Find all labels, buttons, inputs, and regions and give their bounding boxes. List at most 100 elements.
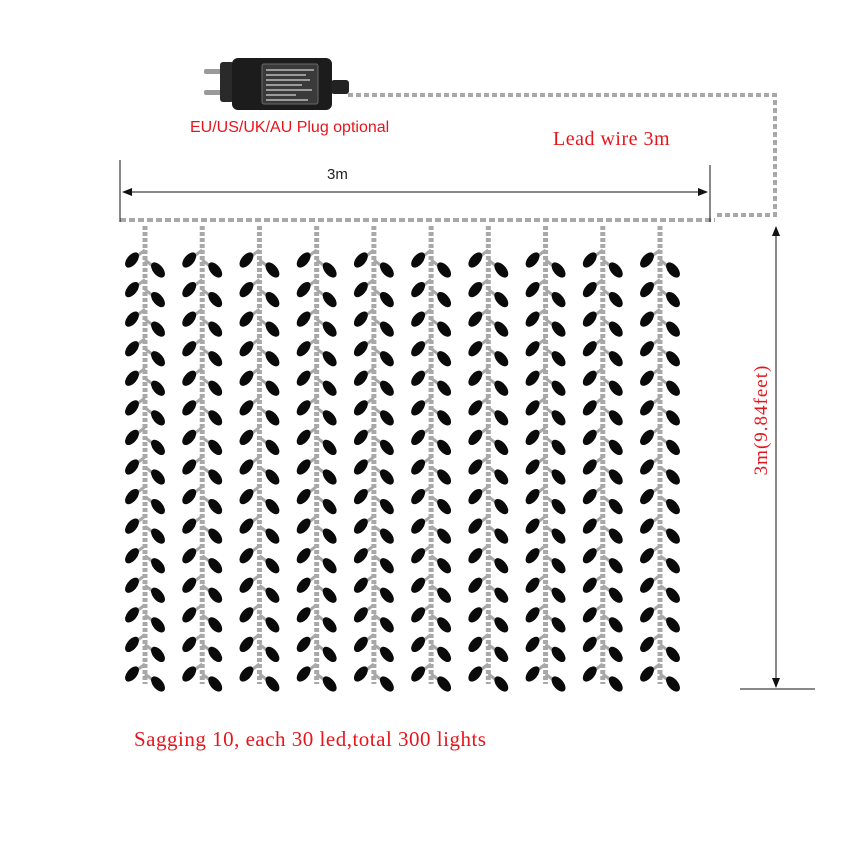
led-bulb [151,262,165,278]
led-bulb [322,410,337,426]
led-bulb [582,252,597,268]
led-bulb [666,439,680,456]
led-bulb [379,646,394,663]
led-bulb [494,498,509,515]
led-bulb [525,429,540,446]
led-bulb [525,311,540,327]
led-bulb [608,380,623,396]
led-bulb [551,262,566,278]
led-strand [468,226,509,692]
led-bulb [322,351,337,367]
led-bulb [379,528,394,544]
led-strand [296,226,337,692]
led-bulb [353,548,368,564]
led-bulb [182,311,197,327]
led-bulb [151,646,165,663]
led-bulb [608,587,623,603]
led-bulb [640,607,654,623]
led-bulb [125,636,139,653]
led-bulb [208,262,223,278]
led-bulb [608,262,623,278]
led-bulb [125,341,139,357]
led-bulb [379,351,394,367]
led-bulb [494,291,509,308]
led-bulb [296,548,311,564]
led-bulb [551,676,566,692]
led-bulb [125,370,139,386]
led-bulb [411,636,426,653]
power-adapter-plug-icon [204,58,349,110]
led-bulb [265,380,280,396]
led-bulb [525,459,540,475]
led-bulb [265,410,280,426]
led-bulb [265,291,280,308]
led-bulb [239,429,254,446]
led-bulb [151,558,165,574]
led-bulb [296,429,311,446]
led-bulb [525,636,540,653]
led-strand [525,226,566,692]
led-bulb [582,488,597,505]
led-bulb [582,429,597,446]
led-bulb [666,587,680,603]
led-bulb [640,666,654,682]
led-bulb [437,646,452,663]
led-bulb [296,488,311,505]
led-bulb [208,587,223,603]
led-bulb [296,252,311,268]
led-bulb [525,577,540,593]
led-bulb [551,410,566,426]
led-bulb [239,518,254,534]
led-strand [582,226,623,692]
led-bulb [551,469,566,485]
led-bulb [411,518,426,534]
led-bulb [151,410,165,426]
led-bulb [608,321,623,337]
width-dimension-line [119,160,711,222]
led-bulb [125,488,139,505]
led-bulb [125,252,139,268]
led-bulb [525,341,540,357]
led-bulb [494,676,509,692]
led-bulb [353,488,368,505]
led-bulb [608,469,623,485]
caption-label: Sagging 10, each 30 led,total 300 lights [134,727,487,751]
led-bulb [411,281,426,298]
led-bulb [525,548,540,564]
led-bulb [265,439,280,456]
led-bulb [608,351,623,367]
led-bulb [239,311,254,327]
led-bulb [551,528,566,544]
led-bulb [468,548,483,564]
led-bulb [379,558,394,574]
led-bulb [608,558,623,574]
led-bulb [182,429,197,446]
led-bulb [125,400,139,416]
led-bulb [666,676,680,692]
led-bulb [151,498,165,515]
led-bulb [411,311,426,327]
led-bulb [582,281,597,298]
led-bulb [296,636,311,653]
led-bulb [125,311,139,327]
led-bulb [208,321,223,337]
led-bulb [208,498,223,515]
led-bulb [379,676,394,692]
led-bulb [411,666,426,682]
height-dimension-line [740,226,815,690]
led-strand [125,226,165,692]
led-bulb [437,291,452,308]
led-bulb [640,548,654,564]
led-bulb [640,429,654,446]
led-bulb [296,666,311,682]
led-bulb [265,587,280,603]
led-bulb [265,498,280,515]
led-bulb [640,577,654,593]
led-bulb [125,429,139,446]
led-bulb [208,558,223,574]
led-bulb [437,439,452,456]
led-bulb [379,469,394,485]
led-bulb [322,617,337,633]
led-strand [640,226,680,692]
